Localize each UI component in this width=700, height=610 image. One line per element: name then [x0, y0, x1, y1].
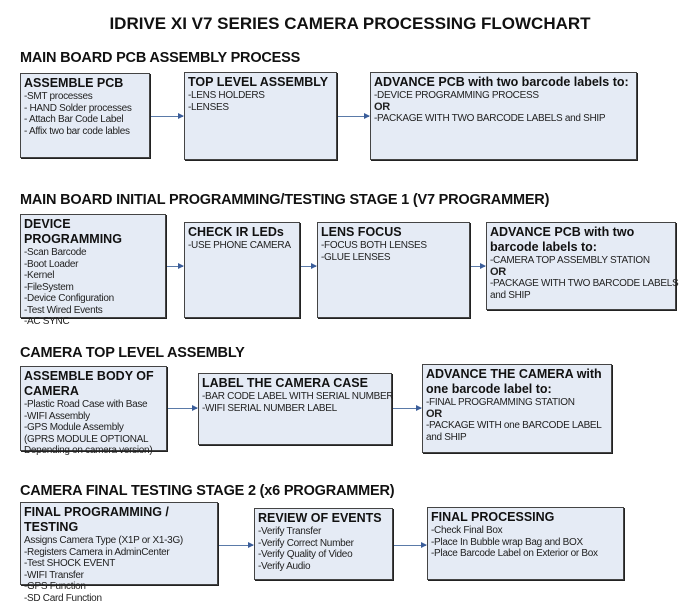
process-step: -Scan Barcode: [24, 247, 87, 258]
process-step: -Place Barcode Label on Exterior or Box: [431, 548, 598, 559]
process-step: Assigns Camera Type (X1P or X1-3G): [24, 535, 183, 546]
process-step: -LENSES: [188, 101, 229, 113]
process-step: -Verify Quality of Video: [258, 549, 353, 560]
section-heading: CAMERA FINAL TESTING STAGE 2 (x6 PROGRAM…: [20, 483, 395, 499]
process-step: -PACKAGE WITH TWO BARCODE LABELS and SHI…: [374, 113, 606, 124]
process-box: ASSEMBLE PCB -SMT processes- HAND Solder…: [20, 73, 150, 158]
process-step: -Plastic Road Case with Base: [24, 399, 148, 410]
flow-arrow: [338, 113, 370, 119]
process-step: -Check Final Box: [431, 525, 503, 536]
process-step: -FileSystem: [24, 281, 74, 293]
flow-arrow: [471, 263, 486, 269]
process-box: ADVANCE PCB with two barcode labels to:-…: [486, 222, 679, 310]
process-step: -BAR CODE LABEL WITH SERIAL NUMBER: [202, 391, 394, 402]
process-step: -AC SYNC: [24, 316, 70, 327]
process-box-title: ASSEMBLE PCB: [24, 76, 124, 90]
process-box-title: ASSEMBLE BODY OF CAMERA: [24, 369, 154, 398]
process-step: -Verify Correct Number: [258, 537, 354, 549]
process-step: -DEVICE PROGRAMMING PROCESS: [374, 90, 539, 101]
process-box: FINAL PROCESSING -Check Final Box-Place …: [427, 507, 624, 580]
process-step: -Boot Loader: [24, 258, 79, 270]
process-box-title: CHECK IR LEDs: [188, 225, 284, 239]
process-step: - HAND Solder processes: [24, 102, 132, 114]
process-box: ADVANCE PCB with two barcode labels to:-…: [370, 72, 637, 160]
process-step: and SHIP: [426, 431, 467, 443]
process-box-title: TOP LEVEL ASSEMBLY: [188, 75, 329, 89]
section-heading: MAIN BOARD PCB ASSEMBLY PROCESS: [20, 50, 301, 66]
process-step: -CAMERA TOP ASSEMBLY STATION: [490, 255, 650, 266]
process-box-title: LENS FOCUS: [321, 225, 402, 239]
process-step: -SMT processes: [24, 91, 93, 102]
process-box-title: LABEL THE CAMERA CASE: [202, 376, 368, 390]
process-step: -GLUE LENSES: [321, 251, 391, 263]
process-step: -Place In Bubble wrap Bag and BOX: [431, 536, 583, 548]
flow-arrow: [219, 542, 254, 548]
process-step: -Device Configuration: [24, 293, 114, 304]
process-box: LENS FOCUS-FOCUS BOTH LENSES-GLUE LENSES: [317, 222, 470, 318]
process-step: -Test SHOCK EVENT: [24, 558, 116, 569]
flowchart-title: IDRIVE XI V7 SERIES CAMERA PROCESSING FL…: [109, 14, 591, 33]
flow-arrow: [301, 263, 317, 269]
process-step: OR: [426, 407, 442, 420]
process-box-title: FINAL PROGRAMMING / TESTING: [24, 505, 169, 534]
process-box-title: DEVICE PROGRAMMING: [24, 217, 122, 246]
process-box-title: ADVANCE PCB with two barcode labels to:: [490, 225, 635, 254]
process-step: -Kernel: [24, 270, 55, 281]
process-step: -SD Card Function: [24, 592, 102, 604]
process-step: (GPRS MODULE OPTIONAL: [24, 433, 149, 445]
process-step: OR: [490, 265, 506, 278]
process-box: ADVANCE THE CAMERA with one barcode labe…: [422, 364, 612, 453]
process-step: -GPS Function: [24, 581, 86, 592]
flow-arrow: [394, 542, 427, 548]
process-step: OR: [374, 100, 390, 113]
process-box-title: FINAL PROCESSING: [431, 510, 555, 524]
process-step: - Attach Bar Code Label: [24, 114, 124, 125]
flow-arrow: [167, 263, 184, 269]
process-step: -LENS HOLDERS: [188, 90, 265, 101]
process-box: ASSEMBLE BODY OF CAMERA-Plastic Road Cas…: [20, 366, 167, 456]
process-step: -PACKAGE WITH TWO BARCODE LABELS: [490, 278, 679, 289]
section-heading: CAMERA TOP LEVEL ASSEMBLY: [20, 345, 245, 361]
process-step: -PACKAGE WITH one BARCODE LABEL: [426, 420, 602, 431]
process-box-title: ADVANCE PCB with two barcode labels to:: [374, 75, 629, 89]
flow-arrow: [168, 405, 198, 411]
process-step: -Test Wired Events: [24, 304, 103, 316]
process-box: CHECK IR LEDs-USE PHONE CAMERA: [184, 222, 300, 318]
process-step: -WIFI SERIAL NUMBER LABEL: [202, 402, 337, 414]
process-step: -WIFI Transfer: [24, 569, 84, 581]
process-step: and SHIP: [490, 289, 531, 301]
process-box: DEVICE PROGRAMMING-Scan Barcode-Boot Loa…: [20, 214, 166, 327]
section-heading: MAIN BOARD INITIAL PROGRAMMING/TESTING S…: [20, 192, 550, 208]
process-step: -Registers Camera in AdminCenter: [24, 546, 170, 558]
process-box-title: REVIEW OF EVENTS: [258, 511, 382, 525]
process-step: -FOCUS BOTH LENSES: [321, 240, 427, 251]
flow-arrow: [393, 405, 422, 411]
process-box: TOP LEVEL ASSEMBLY-LENS HOLDERS-LENSES: [184, 72, 337, 160]
process-step: -Verify Audio: [258, 560, 311, 572]
flow-arrow: [151, 113, 184, 119]
process-step: -GPS Module Assembly: [24, 422, 124, 433]
process-step: - Affix two bar code lables: [24, 125, 130, 137]
process-box: REVIEW OF EVENTS-Verify Transfer-Verify …: [254, 508, 393, 580]
process-box: LABEL THE CAMERA CASE-BAR CODE LABEL WIT…: [198, 373, 394, 445]
process-box-title: ADVANCE THE CAMERA with one barcode labe…: [426, 367, 602, 396]
process-step: -FINAL PROGRAMMING STATION: [426, 397, 575, 408]
process-step: -WIFI Assembly: [24, 410, 90, 422]
process-step: Depending on camera version): [24, 445, 153, 456]
process-step: -Verify Transfer: [258, 526, 321, 537]
process-step: -USE PHONE CAMERA: [188, 240, 291, 251]
